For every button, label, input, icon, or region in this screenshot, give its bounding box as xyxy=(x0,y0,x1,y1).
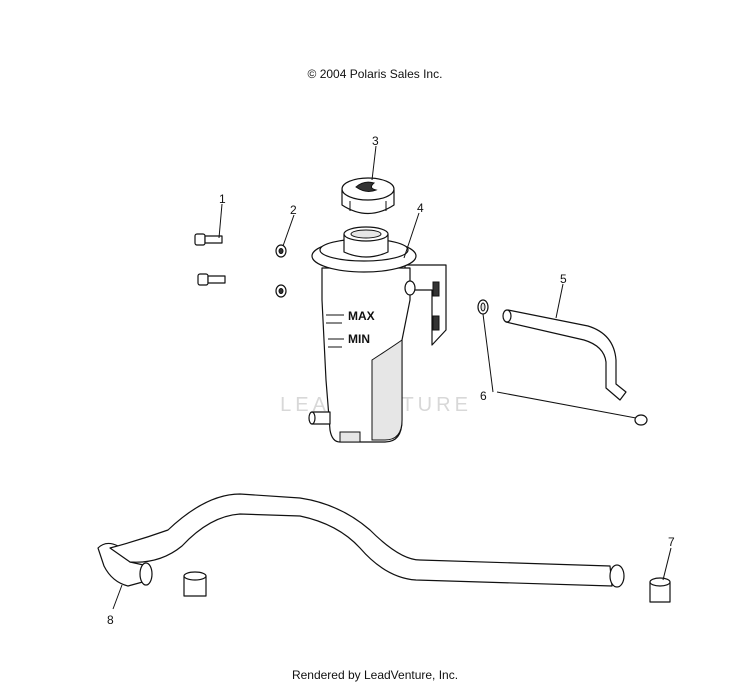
reservoir-cap xyxy=(341,177,395,215)
callout-2: 2 xyxy=(290,203,297,217)
callout-1: 1 xyxy=(219,192,226,206)
vent-hose xyxy=(502,309,627,401)
callout-8: 8 xyxy=(107,613,114,627)
bolt-lower xyxy=(197,273,226,286)
callout-7: 7 xyxy=(668,535,675,549)
coolant-reservoir xyxy=(308,226,447,443)
clamp-large-right xyxy=(649,577,671,603)
clamp-small-right xyxy=(634,414,648,426)
nut-lower xyxy=(275,284,287,298)
tank-max-label: MAX xyxy=(348,309,375,323)
coolant-hose-long xyxy=(97,493,625,588)
tank-min-label: MIN xyxy=(348,332,370,346)
nut-upper xyxy=(275,244,287,258)
rendered-by-text: Rendered by LeadVenture, Inc. xyxy=(291,668,459,682)
bolt-upper xyxy=(194,233,223,246)
copyright-text: © 2004 Polaris Sales Inc. xyxy=(307,67,443,81)
clamp-small-left xyxy=(477,299,489,315)
callout-4: 4 xyxy=(417,201,424,215)
callout-5: 5 xyxy=(560,272,567,286)
clamp-large-left xyxy=(183,571,207,597)
callout-6: 6 xyxy=(480,389,487,403)
callout-3: 3 xyxy=(372,134,379,148)
